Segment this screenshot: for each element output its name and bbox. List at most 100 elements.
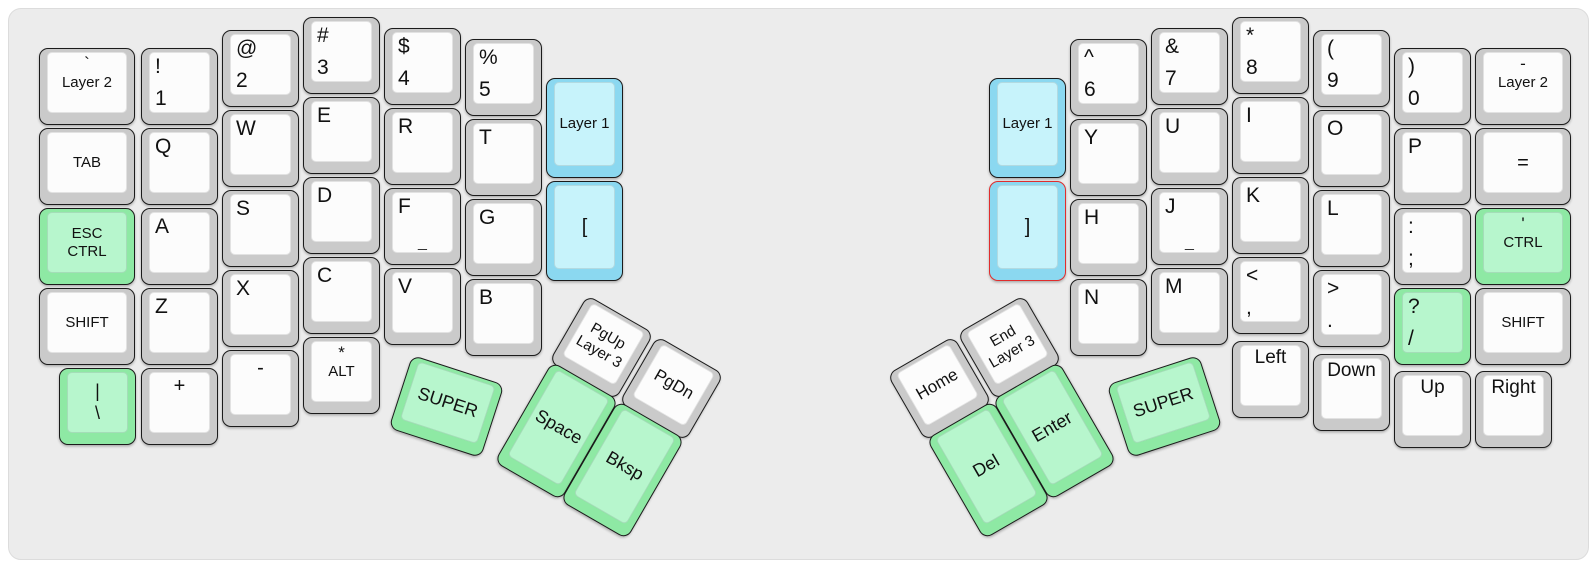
key-colon-semicolon[interactable]: :;: [1394, 208, 1471, 285]
key-j[interactable]: J_: [1151, 188, 1228, 265]
keycap-top: SHIFT: [1483, 292, 1563, 353]
keycap-top: +: [149, 372, 210, 433]
key-minus-layer2[interactable]: -Layer 2: [1475, 48, 1571, 125]
keycap-top: P: [1402, 132, 1463, 193]
key-label: -: [1520, 54, 1526, 73]
keycap-top: G: [473, 203, 534, 264]
key-layer1-left[interactable]: Layer 1: [546, 78, 623, 178]
key-z[interactable]: Z: [141, 288, 218, 365]
key-rbracket[interactable]: ]: [989, 181, 1066, 281]
key-pipe-backslash[interactable]: | \: [59, 368, 136, 445]
key-layer1-right[interactable]: Layer 1: [989, 78, 1066, 178]
key-k[interactable]: K: [1232, 177, 1309, 254]
key-b[interactable]: B: [465, 279, 542, 356]
key-star-8[interactable]: *8: [1232, 17, 1309, 94]
key-p[interactable]: P: [1394, 128, 1471, 205]
key-o[interactable]: O: [1313, 110, 1390, 187]
key-caret-6[interactable]: ^6: [1070, 39, 1147, 116]
key-gt-period[interactable]: >.: [1313, 270, 1390, 347]
key-label: ': [1521, 214, 1525, 233]
keycap-top: -: [230, 354, 291, 415]
key-label: E: [317, 104, 332, 127]
key-label: T: [479, 126, 492, 149]
keycap-top: @2: [230, 34, 291, 95]
key-label: _: [1185, 233, 1194, 251]
key-percent-5[interactable]: %5: [465, 39, 542, 116]
key-label: 4: [398, 66, 410, 90]
key-q[interactable]: Q: [141, 128, 218, 205]
key-label: S: [236, 197, 251, 220]
key-minus[interactable]: -: [222, 350, 299, 427]
key-hash-3[interactable]: #3: [303, 17, 380, 94]
key-arrow-down[interactable]: Down: [1313, 354, 1390, 431]
key-d[interactable]: D: [303, 177, 380, 254]
key-rparen-0[interactable]: )0: [1394, 48, 1471, 125]
key-a[interactable]: A: [141, 208, 218, 285]
key-t[interactable]: T: [465, 119, 542, 196]
key-h[interactable]: H: [1070, 199, 1147, 276]
key-equals[interactable]: =: [1475, 128, 1571, 205]
key-label: 0: [1408, 86, 1420, 110]
key-arrow-up[interactable]: Up: [1394, 371, 1471, 448]
key-amp-7[interactable]: &7: [1151, 28, 1228, 105]
key-c[interactable]: C: [303, 257, 380, 334]
key-lbracket[interactable]: [: [546, 181, 623, 281]
key-arrow-right[interactable]: Right: [1475, 371, 1552, 448]
key-label: :: [1408, 215, 1414, 238]
key-f[interactable]: F_: [384, 188, 461, 265]
key-i[interactable]: I: [1232, 97, 1309, 174]
key-grave-layer2[interactable]: `Layer 2: [39, 48, 135, 125]
key-label: W: [236, 117, 256, 140]
key-label: 7: [1165, 66, 1177, 90]
key-shift-right[interactable]: SHIFT: [1475, 288, 1571, 365]
key-arrow-left[interactable]: Left: [1232, 341, 1309, 418]
key-question-slash[interactable]: ?/: [1394, 288, 1471, 365]
key-plus[interactable]: +: [141, 368, 218, 445]
key-label: <: [1246, 264, 1259, 287]
key-label: Left: [1254, 347, 1287, 368]
key-x[interactable]: X: [222, 270, 299, 347]
key-label: U: [1165, 115, 1181, 138]
keycap-top: #3: [311, 21, 372, 82]
key-label: .: [1327, 308, 1333, 332]
key-label: X: [236, 277, 251, 300]
key-tab[interactable]: TAB: [39, 128, 135, 205]
key-r[interactable]: R: [384, 108, 461, 185]
keycap-top: V: [392, 272, 453, 333]
key-label: H: [1084, 206, 1100, 229]
key-l[interactable]: L: [1313, 190, 1390, 267]
key-label: Z: [155, 295, 168, 318]
key-y[interactable]: Y: [1070, 119, 1147, 196]
keycap-top: Layer 1: [554, 82, 615, 166]
key-dollar-4[interactable]: $4: [384, 28, 461, 105]
key-label: ^: [1084, 46, 1094, 69]
key-esc-ctrl[interactable]: ESC CTRL: [39, 208, 135, 285]
key-v[interactable]: V: [384, 268, 461, 345]
key-n[interactable]: N: [1070, 279, 1147, 356]
keycap-top: !1: [149, 52, 210, 113]
key-label: 5: [479, 77, 491, 101]
key-star-alt[interactable]: *ALT: [303, 337, 380, 414]
key-e[interactable]: E: [303, 97, 380, 174]
keycap-top: N: [1078, 283, 1139, 344]
key-lt-comma[interactable]: <,: [1232, 257, 1309, 334]
key-excl-1[interactable]: !1: [141, 48, 218, 125]
key-s[interactable]: S: [222, 190, 299, 267]
keycap-top: A: [149, 212, 210, 273]
key-g[interactable]: G: [465, 199, 542, 276]
key-lparen-9[interactable]: (9: [1313, 30, 1390, 107]
key-label: Up: [1420, 377, 1445, 398]
keycap-top: U: [1159, 112, 1220, 173]
key-m[interactable]: M: [1151, 268, 1228, 345]
key-label: Y: [1084, 126, 1099, 149]
key-label: =: [1517, 151, 1529, 174]
keycap-top: H: [1078, 203, 1139, 264]
keycap-top: SHIFT: [47, 292, 127, 353]
key-w[interactable]: W: [222, 110, 299, 187]
key-quote-ctrl[interactable]: 'CTRL: [1475, 208, 1571, 285]
key-u[interactable]: U: [1151, 108, 1228, 185]
key-label: *: [338, 343, 345, 362]
key-at-2[interactable]: @2: [222, 30, 299, 107]
key-label: SHIFT: [1501, 313, 1545, 331]
key-shift-left[interactable]: SHIFT: [39, 288, 135, 365]
